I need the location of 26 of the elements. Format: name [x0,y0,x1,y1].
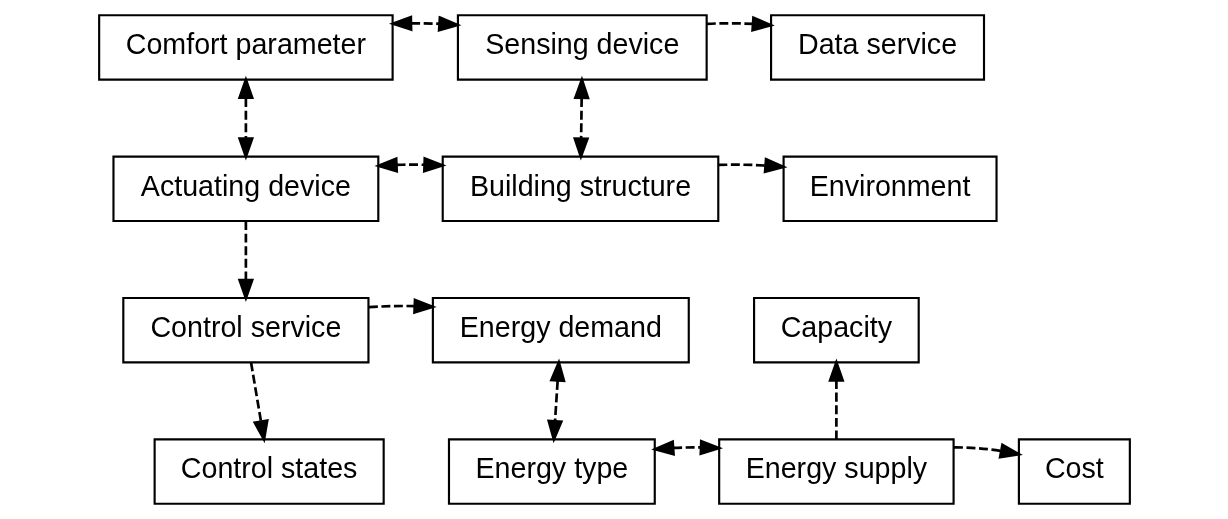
arrow [237,221,254,302]
node-box: Comfort parameter [97,14,394,81]
arrow [827,358,845,440]
node-box: Sensing device [456,14,708,81]
node-box: Control states [153,438,385,505]
arrow [249,362,269,444]
node-box: Environment [782,155,998,223]
arrow [546,358,566,444]
node-box: Cost [1017,438,1131,505]
arrow [717,157,787,174]
node-box: Building structure [441,155,719,223]
node-box: Capacity [752,296,920,364]
arrow [572,75,590,161]
node-box: Energy supply [717,438,955,505]
node-box: Actuating device [111,155,379,223]
arrow [650,439,723,456]
node-box: Data service [769,14,985,81]
arrow [953,442,1023,459]
node-box: Control service [121,296,370,364]
arrow [368,297,437,315]
arrow [706,15,775,32]
arrow [388,15,461,32]
arrow [374,156,446,173]
node-box: Energy demand [431,296,690,364]
arrow [237,75,254,161]
node-box: Energy type [447,438,656,505]
